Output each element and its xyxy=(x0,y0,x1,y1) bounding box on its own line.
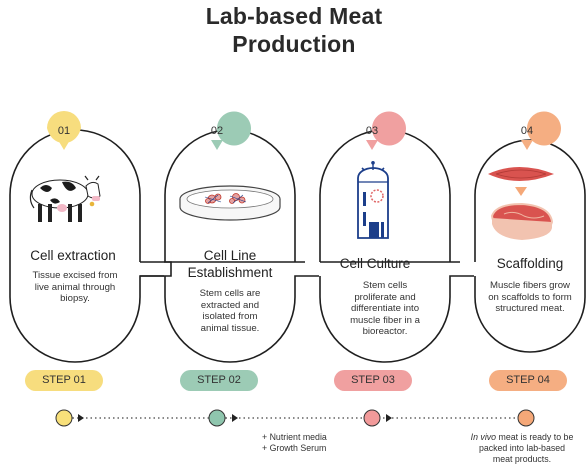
loop-outline-1 xyxy=(9,129,164,363)
title-line-1: Lab-based Meat xyxy=(205,3,383,29)
step-desc-2: Stem cells are extracted and isolated fr… xyxy=(167,288,293,334)
step-desc-2-line-2: extracted and xyxy=(200,299,260,311)
note-final-product-line-3: meat products. xyxy=(492,454,552,464)
pin-02 xyxy=(211,111,251,150)
step-number-1: 01 xyxy=(57,125,71,137)
note-final-product-line-1: meat is ready to be xyxy=(496,432,574,442)
pin-04 xyxy=(521,111,561,150)
step-title-2-line-2: Establishment xyxy=(187,265,273,280)
step-title-4: Scaffolding xyxy=(496,256,564,271)
meat-icon xyxy=(488,167,554,240)
step-desc-4-line-1: Muscle fibers grow xyxy=(490,280,570,291)
timeline-dot-03 xyxy=(363,409,381,427)
note-final-product-line-2: packed into lab-based xyxy=(478,443,566,453)
step-desc-1-line-2: live animal through xyxy=(34,281,116,293)
step-pill-2: STEP 02 xyxy=(180,370,258,391)
note-nutrients: + Nutrient media + Growth Serum xyxy=(262,432,327,454)
arrow-1 xyxy=(140,261,172,277)
step-desc-1-line-3: biopsy. xyxy=(60,293,90,305)
step-desc-2-line-4: animal tissue. xyxy=(200,322,260,334)
petri-dish-icon xyxy=(179,185,281,221)
note-nutrients-line-2: + Growth Serum xyxy=(262,443,327,453)
pin-03 xyxy=(366,111,406,150)
timeline xyxy=(55,409,535,427)
timeline-dot-01 xyxy=(55,409,73,427)
step-desc-1-line-1: Tissue excised from xyxy=(32,270,118,281)
step-number-3: 03 xyxy=(365,125,379,137)
loop-outline-4 xyxy=(474,139,586,353)
step-desc-3-line-1: Stem cells xyxy=(362,280,408,291)
step-desc-1: Tissue excised from live animal through … xyxy=(12,270,138,305)
step-desc-3-line-3: differentiate into xyxy=(350,303,420,315)
timeline-dot-02 xyxy=(208,409,226,427)
step-pill-4: STEP 04 xyxy=(489,370,567,391)
step-desc-2-line-3: isolated from xyxy=(202,311,258,323)
step-desc-4-line-2: on scaffolds to form xyxy=(488,291,572,303)
step-desc-3-line-4: muscle fiber in a xyxy=(350,314,420,326)
cow-icon xyxy=(29,175,101,222)
step-title-1: Cell extraction xyxy=(30,248,116,263)
step-title-3: Cell Culture xyxy=(339,256,411,271)
timeline-dot-04 xyxy=(517,409,535,427)
step-number-4: 04 xyxy=(520,125,534,137)
step-desc-4-line-3: structured meat. xyxy=(495,303,565,315)
step-title-2-line-1: Cell Line xyxy=(203,248,257,263)
step-desc-3-line-2: proliferate and xyxy=(354,291,416,303)
title-line-2: Production xyxy=(232,31,356,57)
note-nutrients-line-1: + Nutrient media xyxy=(262,432,327,442)
note-final-product: In vivo meat is ready to be packed into … xyxy=(462,432,582,465)
step-desc-3: Stem cells proliferate and differentiate… xyxy=(322,280,448,338)
bioreactor-icon xyxy=(357,161,389,239)
step-desc-3-line-5: bioreactor. xyxy=(362,326,408,338)
page-title: Lab-based Meat Production xyxy=(0,2,588,58)
step-pill-1: STEP 01 xyxy=(25,370,103,391)
note-final-product-italic: In vivo xyxy=(470,432,497,442)
pin-01 xyxy=(47,111,81,150)
step-desc-2-line-1: Stem cells are xyxy=(199,288,261,299)
step-pill-3: STEP 03 xyxy=(334,370,412,391)
step-number-2: 02 xyxy=(210,125,224,137)
step-desc-4: Muscle fibers grow on scaffolds to form … xyxy=(476,280,584,315)
step-title-2: Cell Line Establishment xyxy=(165,247,295,281)
